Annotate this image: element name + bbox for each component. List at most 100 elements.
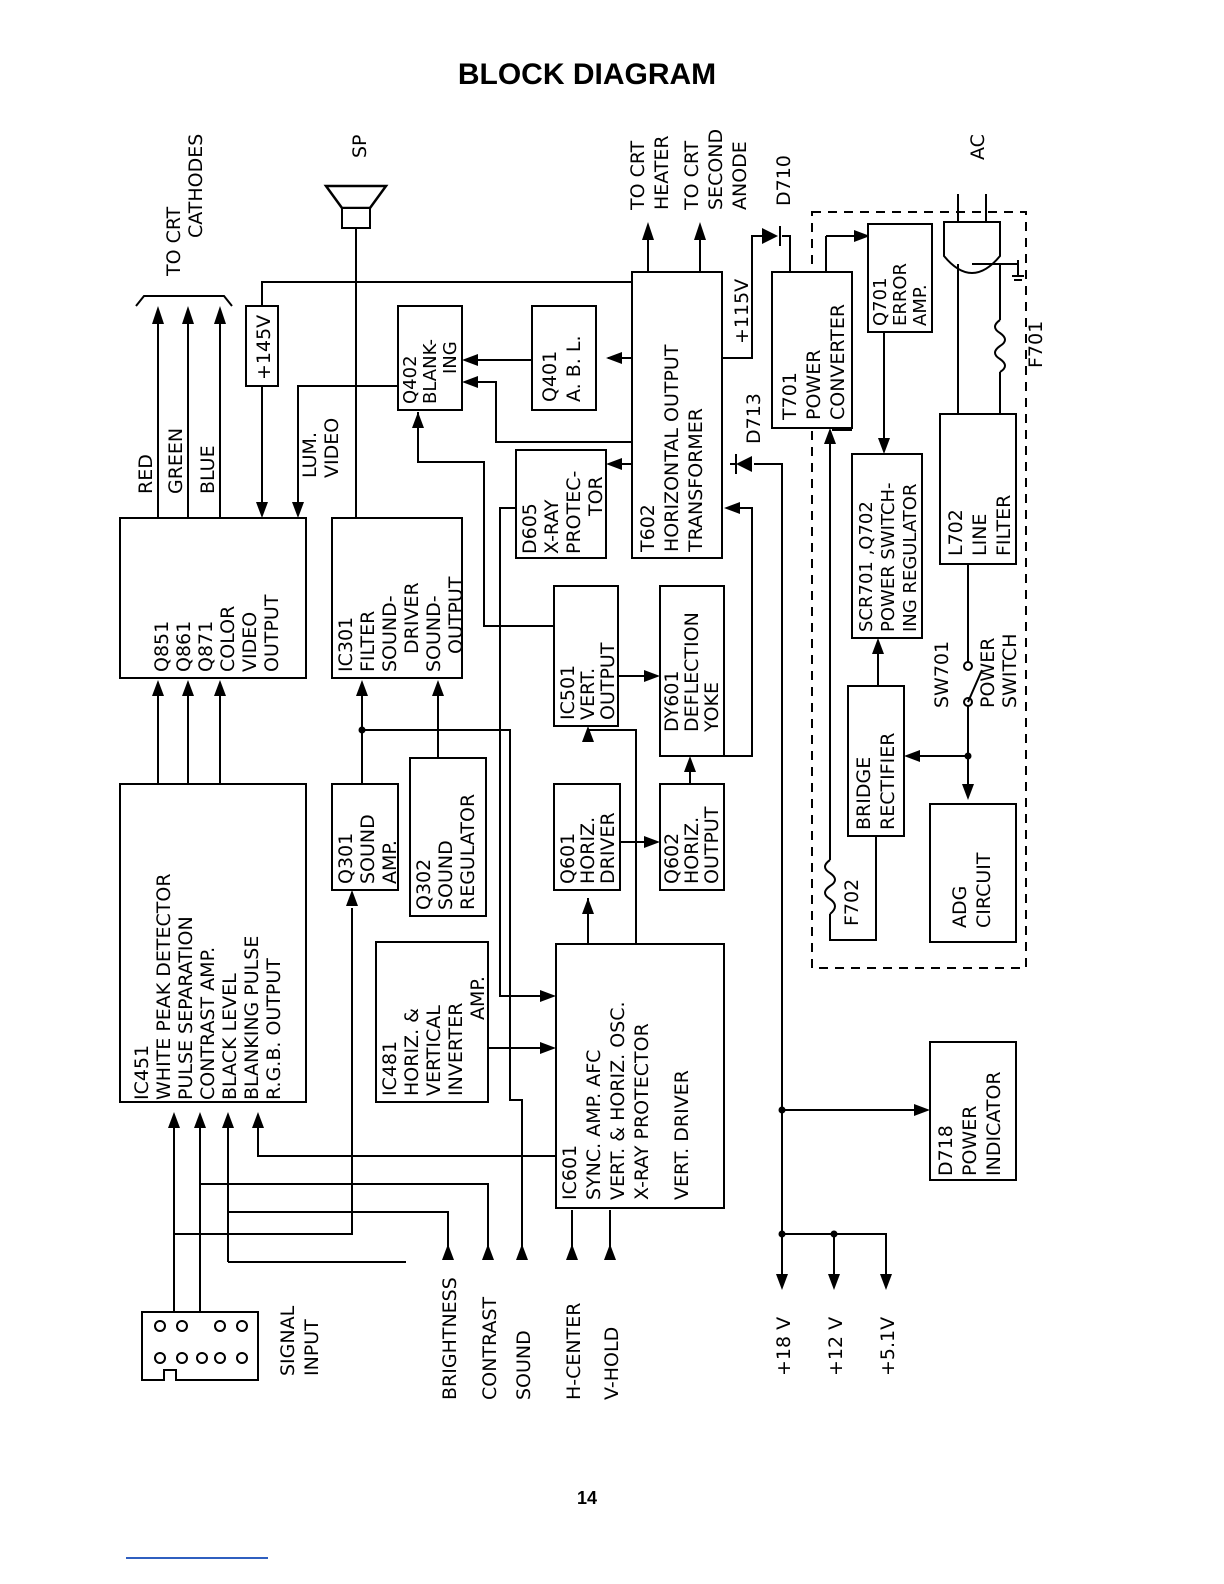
- ic451-line-2: WHITE PEAK DETECTOR: [153, 873, 175, 1100]
- ic481-line-1: IC481: [379, 1041, 401, 1096]
- ic301-line-3: SOUND-: [379, 595, 401, 672]
- block-d718: D718 POWER INDICATOR: [929, 1041, 1017, 1181]
- diagram-title: BLOCK DIAGRAM: [457, 58, 717, 91]
- q302-line-2: SOUND: [435, 840, 457, 910]
- d718-line-3: INDICATOR: [983, 1071, 1005, 1176]
- svg-text:D718 POWER INDICAT: D718 POWER INDICATOR: [935, 1071, 1005, 1176]
- svg-text:ADG CIRCUIT: ADG CIRCUIT: [949, 852, 995, 928]
- svg-text:SIGNAL INPUT: SIGNAL INPUT: [277, 1300, 323, 1376]
- l702-line-1: L702: [945, 509, 967, 556]
- q701-line-3: AMP.: [910, 284, 931, 326]
- svg-text:IC301 FILTER SOUND: IC301 FILTER SOUND- DRIVER SOUND- OUTPUT: [335, 576, 467, 672]
- ac-label: AC: [967, 134, 989, 160]
- page-number: 14: [576, 1488, 598, 1508]
- sw701-label: SW701: [931, 641, 953, 708]
- t701-line-3: CONVERTER: [827, 304, 849, 420]
- ic451-line-1: IC451: [131, 1045, 153, 1100]
- v18-label: +18 V: [773, 1317, 795, 1376]
- adg-line-1: ADG: [949, 886, 971, 928]
- sound-label: SOUND: [513, 1330, 535, 1400]
- f701-label: F701: [1025, 321, 1047, 368]
- d605-line-1: D605: [519, 503, 541, 554]
- to-crt-heater-label-2: HEATER: [651, 135, 673, 210]
- q302-line-1: Q302: [413, 859, 435, 910]
- fuse-f701-symbol: [994, 319, 1006, 373]
- q401-line-2: A. B. L.: [563, 336, 585, 402]
- block-ic451: IC451 WHITE PEAK DETECTOR PULSE SEPARATI…: [119, 783, 307, 1103]
- brightness-label: BRIGHTNESS: [439, 1277, 461, 1400]
- free-labels: TO CRT CATHODES RED GREEN BLUE +145V SP …: [135, 129, 1047, 1400]
- fuse-f702-symbol: [824, 859, 836, 915]
- v-hold-label: V-HOLD: [601, 1327, 623, 1400]
- svg-text:Q402 BLANK- ING: Q402 BLANK- ING: [400, 333, 461, 404]
- svg-text:IC451 WHITE PEAK DETECTO: IC451 WHITE PEAK DETECTOR PULSE SEPARATI…: [131, 867, 285, 1100]
- to-crt-heater-label-1: TO CRT: [627, 140, 649, 211]
- svg-text:Q301 SOUND AMP.: Q301 SOUND AMP.: [335, 808, 401, 884]
- block-t602: T602 HORIZONTAL OUTPUT TRANSFORMER: [631, 271, 723, 559]
- ic481-line-3: VERTICAL: [423, 1005, 445, 1096]
- crt-cathodes-brace: [135, 295, 233, 307]
- block-adg: ADG CIRCUIT: [929, 803, 1017, 943]
- ic301-line-5: SOUND-: [423, 595, 445, 672]
- q851-line-3: Q871: [195, 621, 217, 672]
- t701-line-2: POWER: [803, 350, 825, 420]
- block-ic301: IC301 FILTER SOUND- DRIVER SOUND- OUTPUT: [331, 517, 467, 679]
- svg-text:L702 LINE FILTER: L702 LINE FILTER: [945, 495, 1015, 556]
- svg-text:BRIDGE RECTIFIER: BRIDGE RECTIFIER: [853, 733, 899, 830]
- svg-text:Q302 SOUND REGULAT: Q302 SOUND REGULATOR: [413, 794, 479, 910]
- block-l702: L702 LINE FILTER: [939, 413, 1017, 565]
- svg-text:IC501 VERT. OUTPUT: IC501 VERT. OUTPUT: [557, 642, 619, 720]
- block-d605: D605 X-RAY PROTEC- TOR: [515, 449, 607, 559]
- svg-text:IC481 HORIZ. & VER: IC481 HORIZ. & VERTICAL INVERTER AMP.: [379, 976, 489, 1096]
- contrast-label: CONTRAST: [479, 1296, 501, 1400]
- ic481-line-4: INVERTER: [445, 1003, 467, 1096]
- adg-line-2: CIRCUIT: [973, 852, 995, 928]
- t602-line-1: T602: [637, 504, 659, 553]
- block-q701: Q701 ERROR AMP.: [867, 223, 933, 333]
- d718-line-2: POWER: [959, 1106, 981, 1176]
- ic601-line-5: VERT. DRIVER: [671, 1070, 693, 1200]
- svg-text:Q601 HORIZ. DRIVER: Q601 HORIZ. DRIVER: [557, 811, 619, 884]
- svg-text:TO CRT CATHODES: TO CRT CATHODES: [163, 134, 207, 277]
- diode-d710-symbol: [762, 226, 781, 246]
- block-ic481: IC481 HORIZ. & VERTICAL INVERTER AMP.: [375, 941, 489, 1103]
- power-switch-label-2: SWITCH: [999, 634, 1021, 709]
- lum-video-label-2: VIDEO: [321, 418, 343, 478]
- block-dy601: DY601 DEFLECTION YOKE: [659, 585, 725, 757]
- signal-input-label-2: INPUT: [301, 1319, 323, 1376]
- q601-line-3: DRIVER: [597, 812, 619, 884]
- block-q602: Q602 HORIZ. OUTPUT: [659, 783, 725, 891]
- dy601-line-1: DY601: [661, 671, 683, 732]
- block-q401: Q401 A. B. L.: [531, 305, 597, 411]
- ic601-line-3: VERT. & HORIZ. OSC.: [607, 1001, 629, 1200]
- d713-label: D713: [743, 393, 765, 444]
- svg-text:T701 POWER CONVERT: T701 POWER CONVERTER: [779, 304, 849, 421]
- q851-line-2: Q861: [173, 621, 195, 672]
- q402-line-3: ING: [440, 341, 461, 374]
- d718-line-1: D718: [935, 1125, 957, 1176]
- svg-text:Q701 ERROR AMP.: Q701 ERROR AMP.: [870, 257, 931, 326]
- d605-line-4: TOR: [585, 476, 607, 517]
- block-q402: Q402 BLANK- ING: [397, 305, 463, 411]
- to-crt-cathodes-label-1: TO CRT: [163, 206, 185, 277]
- to-crt-anode-label-1: TO CRT: [681, 140, 703, 211]
- to-crt-anode-label-3: ANODE: [729, 141, 751, 210]
- svg-text:SCR701 ,Q702 POWER SWITC: SCR701 ,Q702 POWER SWITCH- ING REGULATOR: [856, 477, 921, 632]
- signal-input-label-1: SIGNAL: [277, 1305, 299, 1376]
- ic601-line-2: SYNC. AMP. AFC: [583, 1050, 605, 1200]
- ic481-line-2: HORIZ. &: [401, 1008, 423, 1096]
- t701-line-1: T701: [779, 372, 801, 421]
- to-crt-anode-label-2: SECOND: [705, 129, 727, 210]
- t602-line-2: HORIZONTAL OUTPUT: [661, 344, 683, 552]
- plus115v-label: +115V: [731, 279, 753, 344]
- q601-line-1: Q601: [557, 833, 579, 884]
- dy601-line-2: DEFLECTION: [681, 612, 703, 732]
- ic601-line-4: X-RAY PROTECTOR: [631, 1023, 653, 1200]
- ic501-line-3: OUTPUT: [597, 642, 619, 720]
- f702-label: F702: [841, 879, 863, 926]
- q301-line-1: Q301: [335, 833, 357, 884]
- block-q302: Q302 SOUND REGULATOR: [409, 757, 487, 917]
- footer-line: [126, 1557, 268, 1559]
- block-q301: Q301 SOUND AMP.: [331, 783, 401, 891]
